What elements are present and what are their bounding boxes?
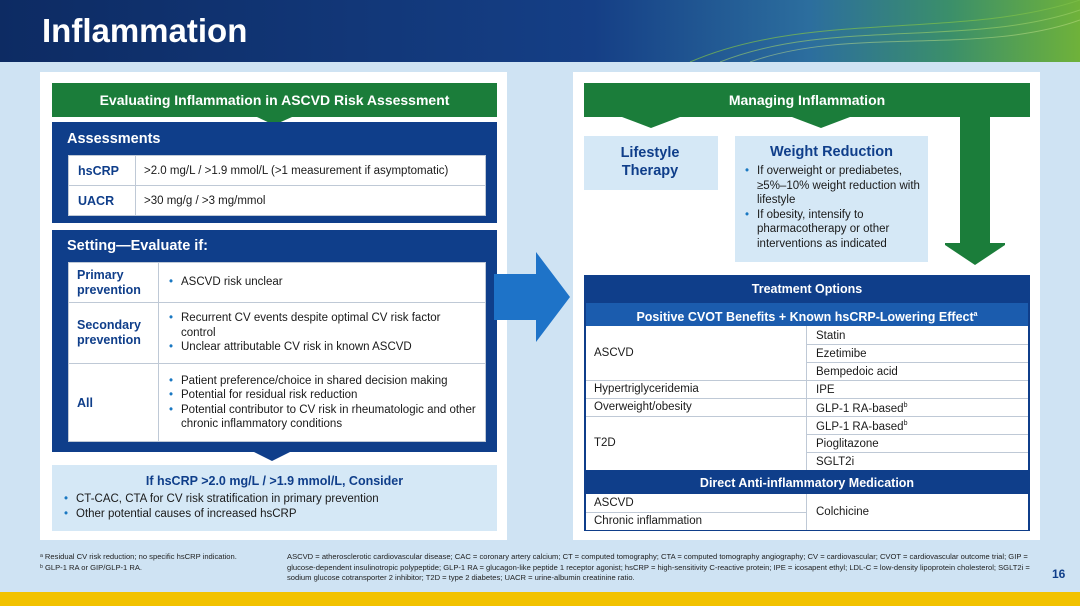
setting-items-secondary: Recurrent CV events despite optimal CV r… — [158, 302, 486, 364]
list-item: Unclear attributable CV risk in known AS… — [167, 340, 477, 355]
drug-statin: Statin — [816, 330, 846, 342]
table-row: hsCRP >2.0 mg/L / >1.9 mmol/L (>1 measur… — [68, 155, 486, 186]
drug-glp1-t2d-label: GLP-1 RA-based — [816, 420, 904, 433]
assessment-label-uacr: UACR — [68, 185, 136, 216]
assessment-value-uacr: >30 mg/g / >3 mg/mmol — [135, 185, 486, 216]
lifestyle-title: Lifestyle Therapy — [620, 145, 680, 179]
setting-down-arrow — [252, 451, 292, 461]
drug-glp1-obesity-label: GLP-1 RA-based — [816, 402, 904, 415]
setting-title: Setting—Evaluate if: — [67, 238, 208, 254]
cvot-header: Positive CVOT Benefits + Known hsCRP-Low… — [586, 303, 1028, 326]
direct-header — [586, 472, 1028, 493]
list-item: Potential contributor to CV risk in rheu… — [167, 403, 477, 432]
setting-label-all: All — [68, 363, 159, 442]
page-number: 16 — [1052, 567, 1066, 581]
setting-table: Primary prevention ASCVD risk unclear Se… — [68, 262, 486, 442]
decorative-waves — [689, 0, 1080, 62]
treatment-title: Treatment Options — [751, 282, 863, 296]
bottom-accent-bar — [0, 592, 1080, 606]
list-item: If obesity, intensify to pharmacotherapy… — [743, 208, 925, 252]
condition-ascvd: ASCVD — [594, 347, 634, 359]
lifestyle-box — [584, 136, 718, 190]
setting-items-all: Patient preference/choice in shared deci… — [158, 363, 486, 442]
weight-list: If overweight or prediabetes, ≥5%–10% we… — [743, 164, 925, 251]
weight-title: Weight Reduction — [770, 144, 893, 160]
footnote-mark-b: b — [903, 402, 908, 409]
big-right-arrow — [494, 252, 570, 342]
condition-hypertriglyceridemia: Hypertriglyceridemia — [594, 383, 699, 395]
managing-down-arrow — [945, 117, 1005, 265]
setting-label-secondary: Secondary prevention — [68, 302, 159, 364]
footnote-b: ᵇ GLP-1 RA or GIP/GLP-1 RA. — [40, 563, 143, 572]
drug-glp1-obesity: GLP-1 RA-basedb — [816, 402, 907, 415]
list-item: ASCVD risk unclear — [167, 275, 477, 290]
drug-bempedoic: Bempedoic acid — [816, 366, 898, 378]
page-title: Inflammation — [42, 12, 248, 49]
managing-banner: Managing Inflammation — [584, 83, 1030, 117]
drug-glp1-t2d: GLP-1 RA-basedb — [816, 420, 907, 433]
setting-items-primary: ASCVD risk unclear — [158, 262, 486, 303]
drug-ipe: IPE — [816, 384, 835, 396]
table-row: UACR >30 mg/g / >3 mg/mmol — [68, 185, 486, 216]
direct-drug-colchicine: Colchicine — [816, 506, 870, 518]
consider-list: CT-CAC, CTA for CV risk stratification i… — [62, 492, 492, 521]
banner-tab-arrow — [257, 117, 292, 125]
setting-label-primary: Primary prevention — [68, 262, 159, 303]
cvot-title: Positive CVOT Benefits + Known hsCRP-Low… — [636, 310, 974, 325]
direct-grid — [586, 494, 1028, 530]
managing-arrows — [622, 117, 850, 128]
drug-pioglitazone: Pioglitazone — [816, 438, 879, 450]
assessments-title: Assessments — [67, 131, 161, 147]
table-row: Secondary prevention Recurrent CV events… — [68, 302, 486, 364]
list-item: Patient preference/choice in shared deci… — [167, 374, 477, 389]
consider-title: If hsCRP >2.0 mg/L / >1.9 mmol/L, Consid… — [145, 474, 404, 488]
list-item: If overweight or prediabetes, ≥5%–10% we… — [743, 164, 925, 208]
list-item: Other potential causes of increased hsCR… — [62, 507, 492, 522]
evaluating-banner: Evaluating Inflammation in ASCVD Risk As… — [52, 83, 497, 117]
abbreviations: ASCVD = atherosclerotic cardiovascular d… — [287, 552, 1030, 582]
footnote-a: ᵃ Residual CV risk reduction; no specifi… — [40, 552, 237, 561]
list-item: Potential for residual risk reduction — [167, 388, 477, 403]
footnote-mark-a: a — [973, 311, 978, 318]
drug-ezetimibe: Ezetimibe — [816, 348, 867, 360]
assessments-table: hsCRP >2.0 mg/L / >1.9 mmol/L (>1 measur… — [68, 155, 486, 216]
footnote-mark-b: b — [903, 420, 908, 427]
list-item: CT-CAC, CTA for CV risk stratification i… — [62, 492, 492, 507]
drug-sglt2i: SGLT2i — [816, 456, 855, 468]
direct-condition-chronic: Chronic inflammation — [594, 515, 703, 527]
direct-title: Direct Anti-inflammatory Medication — [699, 476, 915, 490]
cvot-grid-lines — [586, 326, 1028, 470]
list-item: Recurrent CV events despite optimal CV r… — [167, 311, 477, 340]
assessment-value-hscrp: >2.0 mg/L / >1.9 mmol/L (>1 measurement … — [135, 155, 486, 186]
table-row: Primary prevention ASCVD risk unclear — [68, 262, 486, 303]
header-bar — [0, 0, 1080, 62]
direct-condition-ascvd: ASCVD — [594, 497, 634, 509]
condition-t2d: T2D — [594, 437, 616, 449]
table-row: All Patient preference/choice in shared … — [68, 363, 486, 442]
condition-overweight: Overweight/obesity — [594, 401, 692, 413]
assessment-label-hscrp: hsCRP — [68, 155, 136, 186]
